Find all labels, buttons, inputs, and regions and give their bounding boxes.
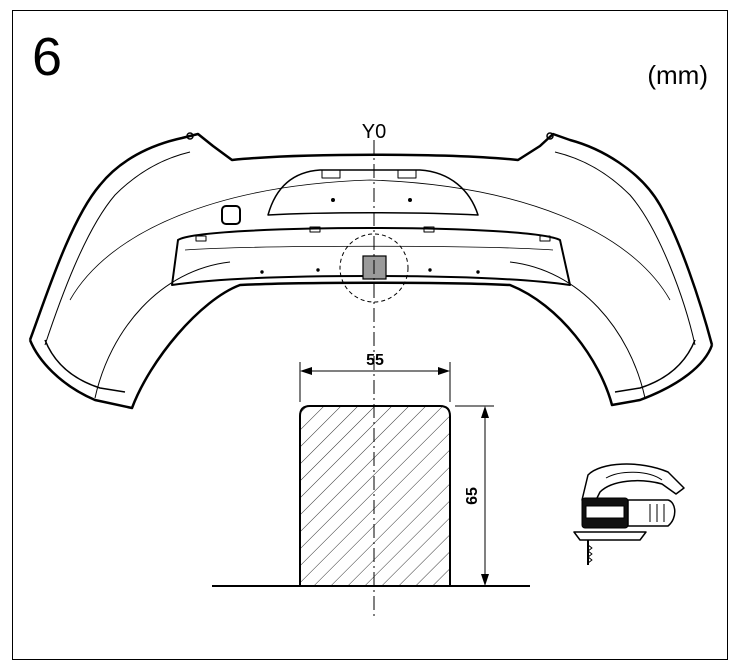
rear-bumper (28, 132, 714, 410)
unit-label: (mm) (647, 60, 708, 90)
jigsaw-icon (573, 463, 685, 565)
bumper-diagram: Y0 55 65 (28, 121, 714, 620)
center-axis: Y0 (362, 121, 386, 620)
height-dimension: 65 (464, 487, 481, 505)
step-number: 6 (32, 27, 63, 87)
axis-label: Y0 (362, 121, 386, 143)
cutout-detail: 55 65 (212, 352, 530, 587)
width-dimension: 55 (366, 352, 384, 369)
